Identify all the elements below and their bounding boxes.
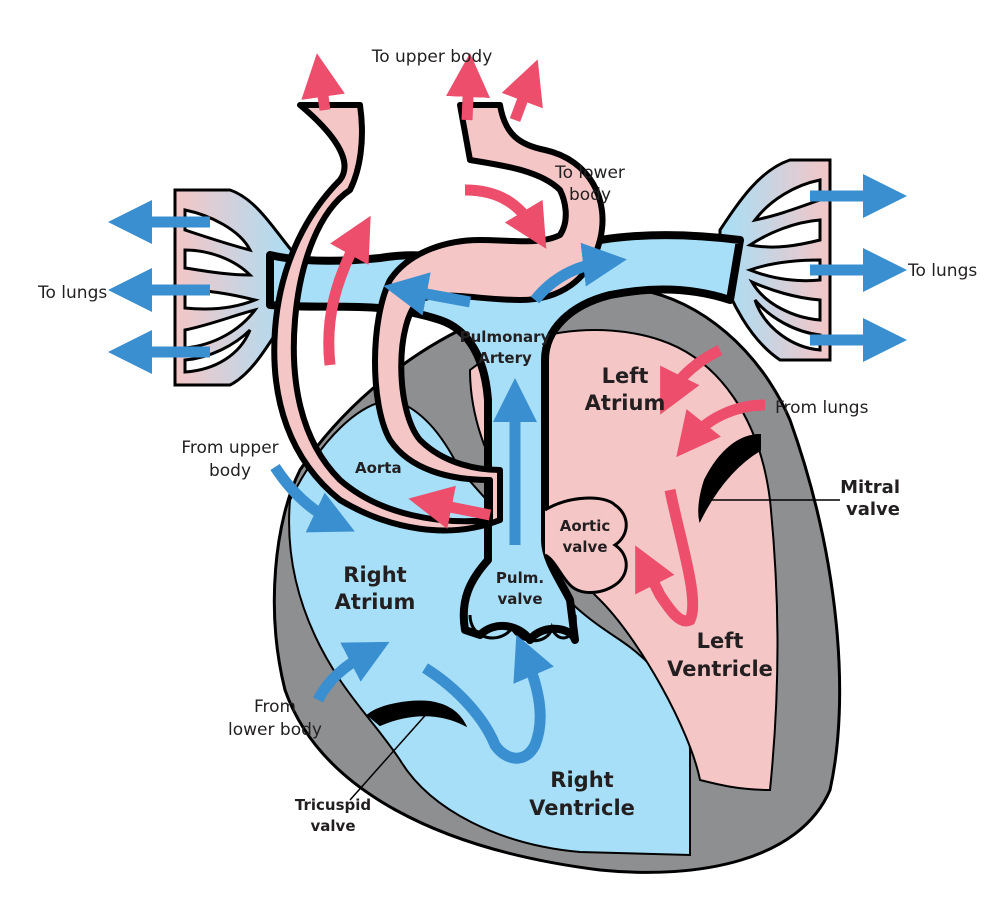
label-to-lungs-left: To lungs bbox=[37, 283, 107, 303]
label-pulm-valve-line1: Pulm. bbox=[496, 569, 544, 587]
right-lung-vessels bbox=[718, 158, 832, 362]
label-from-lower-body-line2: lower body bbox=[228, 720, 322, 740]
label-tricuspid-valve-line1: Tricuspid bbox=[295, 796, 371, 814]
label-pulm-valve-line2: valve bbox=[498, 590, 543, 608]
label-to-lower-body-line2: body bbox=[569, 185, 611, 205]
label-right-atrium-line1: Right bbox=[343, 563, 406, 587]
label-right-ventricle-line2: Ventricle bbox=[529, 796, 635, 820]
tricuspid-valve bbox=[366, 700, 468, 728]
red-arrow-from-lungs-2 bbox=[676, 399, 766, 458]
label-to-lower-body-line1: To lower bbox=[554, 163, 625, 183]
label-aortic-valve-line2: valve bbox=[563, 538, 608, 556]
red-arrow-left-ventricle bbox=[635, 488, 699, 627]
blue-arrow-from-lower-body bbox=[313, 641, 390, 703]
red-arrow-upper-body-2 bbox=[446, 53, 491, 121]
label-left-atrium-line2: Atrium bbox=[585, 391, 666, 415]
label-to-lungs-right: To lungs bbox=[907, 261, 977, 281]
label-right-ventricle-line1: Right bbox=[550, 768, 613, 792]
red-arrow-from-lungs-1 bbox=[660, 345, 723, 415]
deoxygenated-flow-arrows bbox=[108, 174, 907, 764]
red-arrow-upper-body-1 bbox=[301, 53, 345, 111]
labels: To upper body To lower body To lungs To … bbox=[37, 47, 977, 835]
label-mitral-valve-line1: Mitral bbox=[840, 477, 900, 498]
red-arrow-to-lower-body bbox=[464, 184, 547, 249]
aortic-valve bbox=[544, 496, 628, 594]
oxygenated-flow-arrows bbox=[301, 53, 766, 627]
label-left-ventricle-line1: Left bbox=[697, 629, 744, 653]
label-aorta: Aorta bbox=[355, 459, 402, 477]
label-pulmonary-artery-line1: Pulmonary bbox=[460, 328, 551, 346]
label-from-lungs: From lungs bbox=[775, 398, 869, 418]
blue-arrow-pulm-right-branch bbox=[530, 242, 627, 304]
label-right-atrium-line2: Atrium bbox=[335, 590, 416, 614]
red-arrow-upper-body-3 bbox=[501, 59, 543, 122]
label-from-upper-body-line1: From upper bbox=[181, 438, 278, 458]
label-mitral-valve-line2: valve bbox=[846, 499, 900, 520]
label-aortic-valve-line1: Aortic bbox=[560, 517, 611, 535]
tricuspid-valve-pointer bbox=[349, 709, 431, 801]
label-left-ventricle-line2: Ventricle bbox=[667, 657, 773, 681]
label-from-lower-body-line1: From bbox=[254, 697, 296, 717]
red-arrow-aorta-outflow bbox=[408, 485, 492, 529]
mitral-valve bbox=[698, 433, 761, 524]
blue-arrow-from-upper-body bbox=[270, 463, 355, 533]
blue-arrow-pulm-left-branch bbox=[383, 272, 471, 316]
label-to-upper-body: To upper body bbox=[371, 47, 493, 67]
label-left-atrium-line1: Left bbox=[602, 364, 649, 388]
blue-arrow-right-ventricle bbox=[422, 634, 554, 764]
label-pulmonary-artery-line2: Artery bbox=[478, 349, 532, 367]
label-tricuspid-valve-line2: valve bbox=[311, 817, 356, 835]
label-from-upper-body-line2: body bbox=[209, 461, 251, 481]
red-arrow-ascending-aorta bbox=[323, 215, 371, 366]
